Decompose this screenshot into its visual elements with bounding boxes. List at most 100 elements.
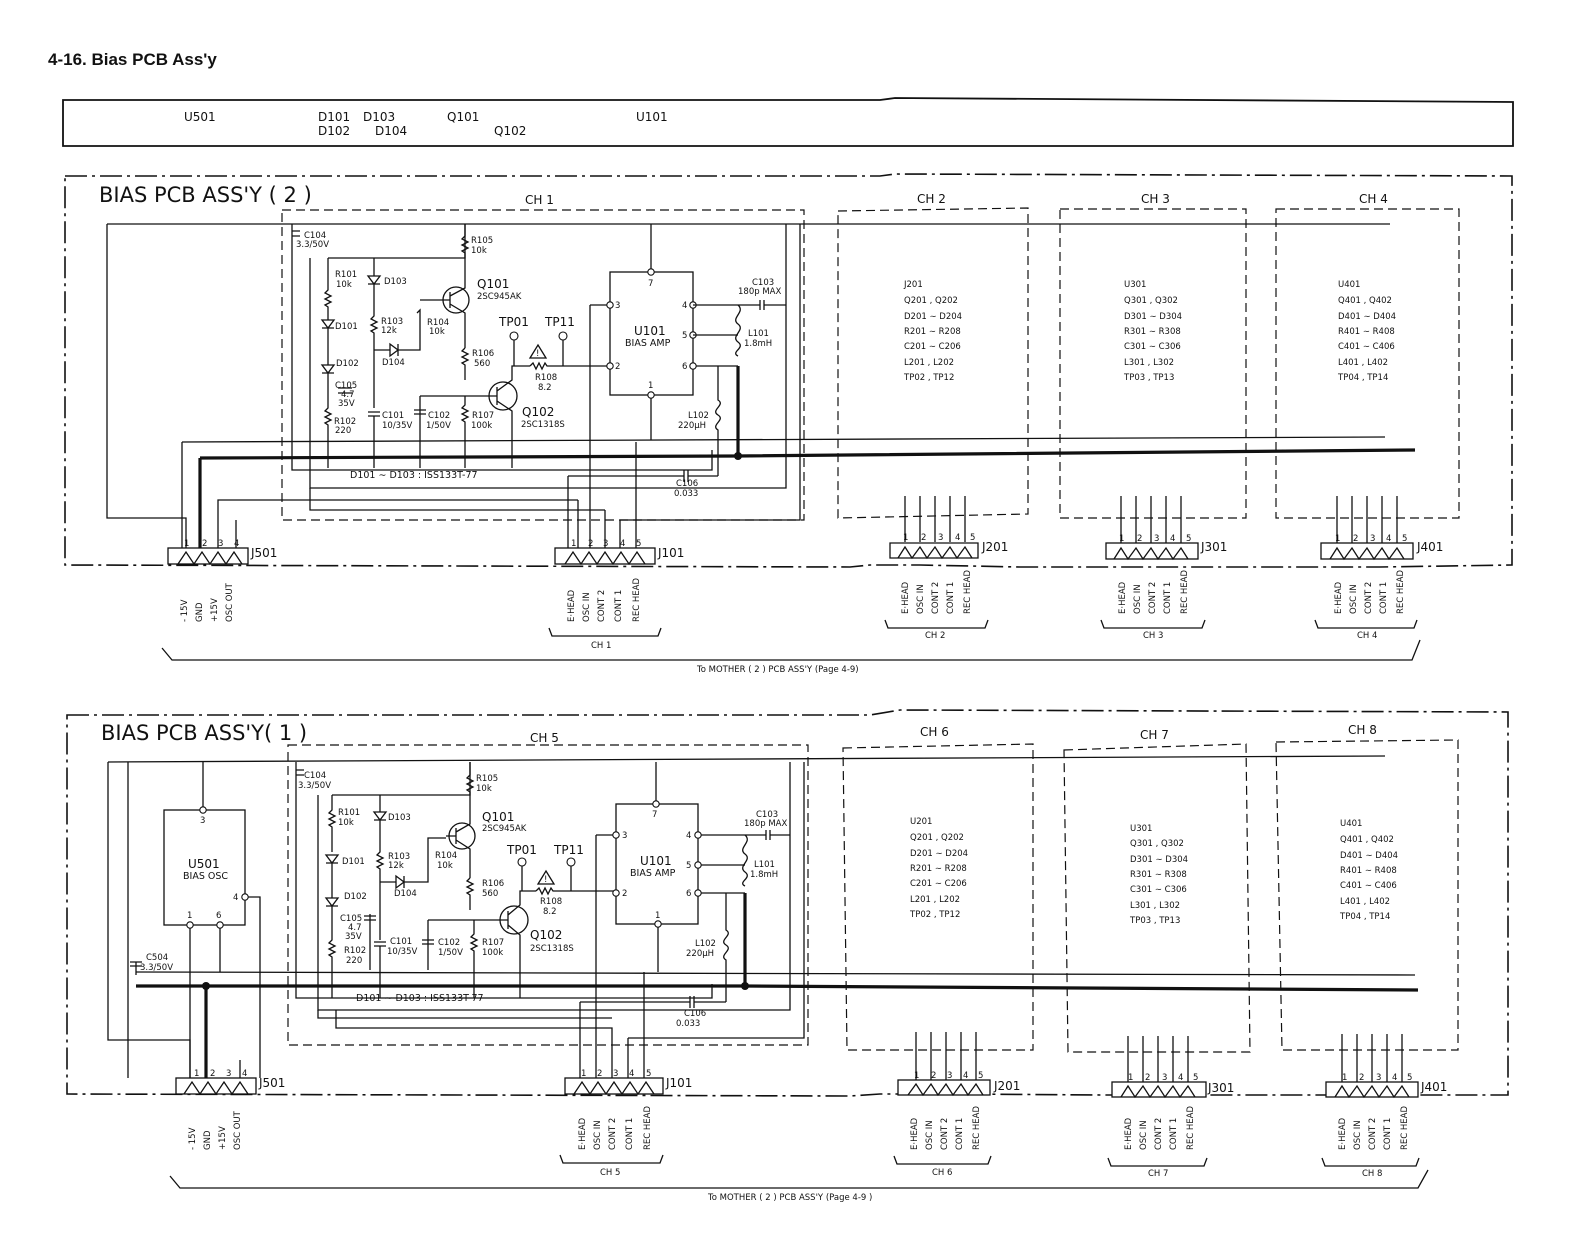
- page-title: 4-16. Bias PCB Ass'y: [48, 50, 217, 69]
- svg-text:2: 2: [1359, 1073, 1364, 1083]
- svg-text:7: 7: [648, 279, 653, 289]
- svg-text:CONT 1: CONT 1: [1169, 1118, 1179, 1150]
- svg-text:2: 2: [1145, 1073, 1150, 1083]
- d102-label: D102: [336, 359, 359, 369]
- svg-text:TP11: TP11: [553, 843, 584, 857]
- c106-ref: C106: [676, 479, 698, 489]
- svg-text:10/35V: 10/35V: [387, 947, 417, 957]
- ref-d104: D104: [375, 124, 407, 138]
- j101-connector-top: 1 2 3 4 5 J101 E·HEAD OSC IN CONT 2 CONT…: [548, 539, 684, 651]
- svg-text:5: 5: [978, 1071, 983, 1081]
- ch5-area: [287, 744, 809, 1046]
- ch1-label: CH 1: [525, 193, 554, 207]
- svg-text:L301 , L302: L301 , L302: [1130, 901, 1180, 911]
- tp11-label: TP11: [544, 315, 575, 329]
- svg-text:E·HEAD: E·HEAD: [578, 1117, 588, 1150]
- j501-connector-bottom: 1 2 3 4 J501 - 15V GND +15V OSC OUT: [175, 1069, 285, 1150]
- svg-text:CH 4: CH 4: [1357, 631, 1377, 641]
- c103-val: 180p MAX: [738, 287, 781, 297]
- svg-text:4: 4: [234, 539, 239, 549]
- svg-text:REC HEAD: REC HEAD: [1186, 1106, 1196, 1150]
- svg-text:2: 2: [615, 362, 620, 372]
- svg-text:4: 4: [1170, 534, 1175, 544]
- svg-text:4: 4: [686, 831, 691, 841]
- svg-text:!: !: [536, 349, 539, 359]
- svg-text:J201: J201: [981, 540, 1008, 554]
- tp01-label: TP01: [498, 315, 529, 329]
- svg-text:D401 ∼ D404: D401 ∼ D404: [1338, 312, 1396, 322]
- svg-text:R301 ∼ R308: R301 ∼ R308: [1130, 870, 1187, 880]
- svg-text:GND: GND: [195, 602, 205, 622]
- svg-text:10k: 10k: [437, 861, 453, 871]
- svg-text:CH 7: CH 7: [1148, 1169, 1168, 1179]
- svg-text:R105: R105: [476, 774, 498, 784]
- svg-text:J201: J201: [993, 1079, 1020, 1093]
- svg-text:R301 ∼ R308: R301 ∼ R308: [1124, 327, 1181, 337]
- svg-text:+15V: +15V: [210, 598, 220, 622]
- svg-text:OSC IN: OSC IN: [1349, 584, 1359, 614]
- ref-q102: Q102: [494, 124, 526, 138]
- svg-text:CONT 1: CONT 1: [1163, 582, 1173, 614]
- svg-text:REC HEAD: REC HEAD: [643, 1106, 653, 1150]
- r107-ref: R107: [472, 411, 494, 421]
- svg-text:L201 , L202: L201 , L202: [910, 895, 960, 905]
- svg-text:2: 2: [210, 1069, 215, 1079]
- svg-text:3: 3: [603, 539, 608, 549]
- ch6-block-bottom: CH 6 U201 Q201 , Q202 D201 ∼ D204 R201 ∼…: [842, 725, 1034, 1178]
- svg-text:Q201 , Q202: Q201 , Q202: [904, 296, 958, 306]
- svg-text:4: 4: [955, 533, 960, 543]
- svg-text:CH 8: CH 8: [1362, 1169, 1382, 1179]
- j501-ref-bottom: J501: [258, 1076, 285, 1090]
- svg-text:4: 4: [242, 1069, 247, 1079]
- svg-text:1: 1: [184, 539, 189, 549]
- mother-note-bottom: To MOTHER ( 2 ) PCB ASS'Y (Page 4-9 ): [707, 1193, 872, 1203]
- svg-text:D301 ∼ D304: D301 ∼ D304: [1124, 312, 1182, 322]
- svg-text:1: 1: [1119, 534, 1124, 544]
- svg-text:2: 2: [622, 889, 627, 899]
- mother-note-top: To MOTHER ( 2 ) PCB ASS'Y (Page 4-9): [696, 665, 859, 675]
- svg-text:CH 6: CH 6: [932, 1168, 952, 1178]
- svg-text:OSC IN: OSC IN: [582, 592, 592, 622]
- svg-text:C301 ∼ C306: C301 ∼ C306: [1130, 885, 1187, 895]
- svg-text:U201: U201: [910, 817, 932, 827]
- svg-text:3: 3: [200, 816, 205, 826]
- svg-text:R108: R108: [540, 897, 562, 907]
- r103-val: 12k: [381, 326, 397, 336]
- svg-text:TP02 , TP12: TP02 , TP12: [903, 373, 954, 383]
- svg-text:U401: U401: [1338, 280, 1360, 290]
- svg-text:CONT 1: CONT 1: [946, 582, 956, 614]
- svg-text:5: 5: [636, 539, 641, 549]
- svg-text:2: 2: [921, 533, 926, 543]
- svg-text:4.7: 4.7: [348, 923, 362, 933]
- r106-ref: R106: [472, 349, 494, 359]
- svg-text:3: 3: [938, 533, 943, 543]
- svg-text:3: 3: [613, 1069, 618, 1079]
- svg-text:1: 1: [571, 539, 576, 549]
- svg-text:C104: C104: [304, 771, 326, 781]
- svg-text:4: 4: [963, 1071, 968, 1081]
- svg-text:TP04 , TP14: TP04 , TP14: [1337, 373, 1388, 383]
- svg-text:3.3/50V: 3.3/50V: [298, 781, 331, 791]
- svg-text:Q401 , Q402: Q401 , Q402: [1340, 835, 1394, 845]
- board-1: BIAS PCB ASS'Y( 1 ) CH 5 U501 BIAS OSC 3…: [66, 709, 1509, 1203]
- svg-text:U301: U301: [1124, 280, 1146, 290]
- svg-text:R201 ∼ R208: R201 ∼ R208: [910, 864, 967, 874]
- svg-text:J301: J301: [1200, 540, 1227, 554]
- svg-text:4: 4: [620, 539, 625, 549]
- svg-text:OSC OUT: OSC OUT: [225, 582, 235, 622]
- svg-text:TP03 , TP13: TP03 , TP13: [1123, 373, 1174, 383]
- svg-text:1: 1: [1335, 534, 1340, 544]
- svg-text:L301 , L302: L301 , L302: [1124, 358, 1174, 368]
- r102-ref: R102: [334, 417, 356, 427]
- svg-text:180p MAX: 180p MAX: [744, 819, 787, 829]
- svg-text:6: 6: [216, 911, 221, 921]
- svg-text:D401 ∼ D404: D401 ∼ D404: [1340, 851, 1398, 861]
- r102-val: 220: [335, 426, 351, 436]
- svg-text:REC HEAD: REC HEAD: [632, 578, 642, 622]
- board-1-title: BIAS PCB ASS'Y( 1 ): [101, 721, 307, 745]
- svg-text:3: 3: [622, 831, 627, 841]
- svg-text:1: 1: [914, 1071, 919, 1081]
- svg-text:CONT 2: CONT 2: [1148, 582, 1158, 614]
- r105-ref: R105: [471, 236, 493, 246]
- svg-text:5: 5: [1402, 534, 1407, 544]
